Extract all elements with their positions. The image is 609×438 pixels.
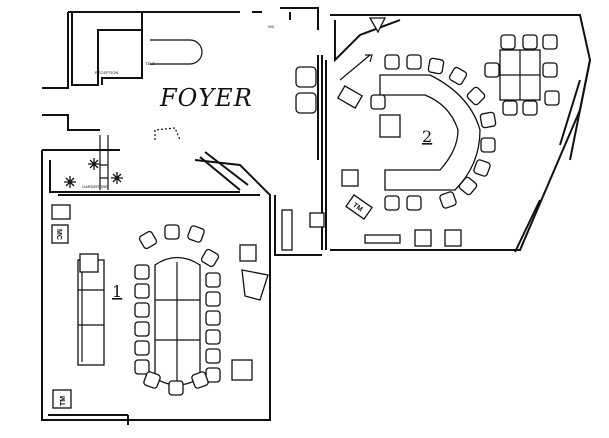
- room-2-cabinet: [379, 114, 401, 138]
- room-2-number: 2: [422, 127, 432, 146]
- chair: [205, 329, 221, 345]
- room-1-piano: [241, 269, 269, 301]
- chair: [164, 224, 180, 240]
- chair: [143, 371, 161, 389]
- reception-label: RÉCEPTION: [95, 70, 118, 75]
- chair: [544, 90, 560, 106]
- chair: [500, 34, 516, 50]
- chair: [439, 191, 457, 209]
- coat-hook-icons: [64, 158, 123, 188]
- chair: [480, 137, 496, 153]
- room-1-sofa: [77, 253, 105, 366]
- chair: [134, 340, 150, 356]
- chair: [370, 94, 386, 110]
- room-2-lectern: [336, 85, 364, 109]
- chair: [384, 195, 400, 211]
- room-2-plant-3: [444, 229, 462, 247]
- svg-text:TM: TM: [60, 396, 67, 406]
- room-1-table: [154, 256, 201, 386]
- chair: [168, 380, 184, 396]
- room-1-chairs: [134, 224, 221, 396]
- chair: [406, 54, 422, 70]
- room-2-chairs: [370, 34, 560, 211]
- room-2-side-table: [499, 49, 541, 101]
- chair: [542, 62, 558, 78]
- chair: [134, 302, 150, 318]
- cloakroom-label: GARDEROBE: [82, 184, 108, 189]
- chair: [191, 371, 209, 389]
- chair: [384, 54, 400, 70]
- chair: [134, 264, 150, 280]
- room-2-bench: [364, 234, 401, 244]
- room-2-table: [379, 74, 481, 191]
- arrow-icon: [339, 54, 373, 81]
- chair: [134, 283, 150, 299]
- chair: [406, 195, 422, 211]
- chair: [479, 111, 497, 129]
- svg-text:TM: TM: [351, 202, 363, 214]
- door-swing: [154, 127, 181, 141]
- svg-text:MC: MC: [55, 229, 62, 240]
- chair: [458, 176, 478, 196]
- chair: [484, 62, 500, 78]
- room-1-sign-top: MC: [51, 224, 69, 244]
- chair: [427, 57, 445, 75]
- chair: [134, 359, 150, 375]
- chair: [522, 34, 538, 50]
- chair: [502, 100, 518, 116]
- chair: [187, 225, 205, 243]
- chair: [138, 230, 158, 250]
- chair: [205, 291, 221, 307]
- wc-label: WC: [268, 24, 275, 29]
- room-2-plant-2: [414, 229, 432, 247]
- chair: [134, 321, 150, 337]
- chair: [200, 248, 220, 268]
- stair: [99, 135, 109, 190]
- foyer-label: FOYER: [159, 84, 253, 112]
- room-1-plant-2: [231, 359, 253, 381]
- foyer-seats: [281, 66, 325, 251]
- chair: [473, 159, 491, 177]
- chair: [448, 66, 468, 86]
- chair: [205, 310, 221, 326]
- room-2-plant: [341, 169, 359, 187]
- room-1-side-table: [51, 204, 71, 220]
- room-1-sign-bottom: TM: [52, 389, 72, 409]
- chair: [466, 86, 486, 106]
- room-2-corner-fixture: [368, 17, 387, 34]
- tele-label: TÉLÉ: [145, 61, 155, 66]
- chair: [542, 34, 558, 50]
- tele-counter: [150, 39, 203, 65]
- room-1-number: 1: [112, 282, 122, 301]
- chair: [205, 348, 221, 364]
- chair: [205, 272, 221, 288]
- chair: [522, 100, 538, 116]
- room-2-sign: TM: [345, 194, 373, 220]
- room-1-plant: [239, 244, 257, 262]
